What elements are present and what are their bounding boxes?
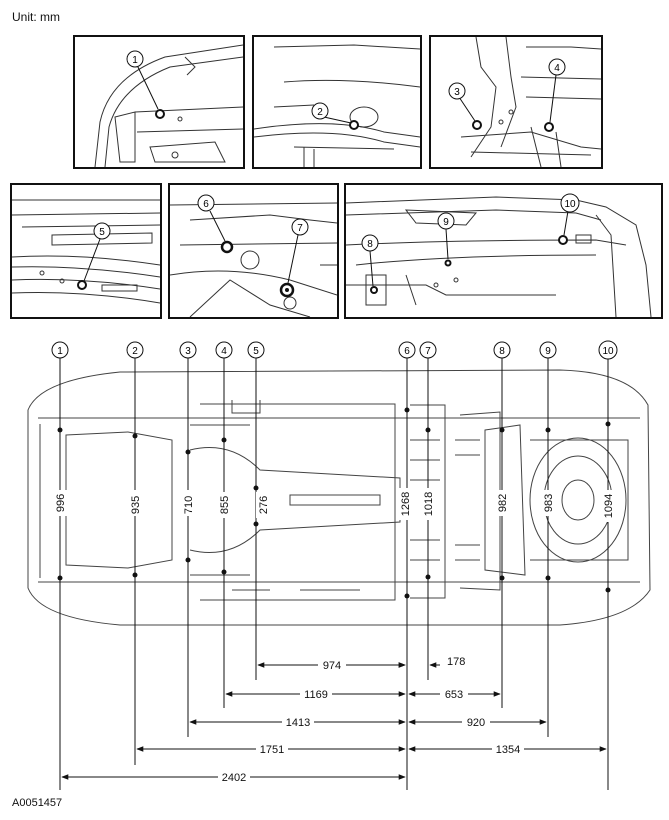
detail-panel-5: 5 <box>10 183 162 319</box>
point-label-5: 5 <box>253 346 259 357</box>
detail-callout-9: 9 <box>443 217 449 228</box>
unit-label: Unit: mm <box>12 10 60 24</box>
length-5-to-6: 974 <box>323 660 341 672</box>
detail-panel-3-4: 3 4 <box>429 35 603 169</box>
width-8: 982 <box>497 494 509 512</box>
point-label-7: 7 <box>425 346 431 357</box>
point-label-6: 6 <box>404 346 410 357</box>
detail-panel-6-7: 6 7 <box>168 183 339 319</box>
width-4: 855 <box>219 496 231 514</box>
width-1: 996 <box>55 494 67 512</box>
length-2-to-6: 1751 <box>260 744 284 756</box>
width-dimensions: 996 935 710 855 276 1268 1018 982 983 10… <box>53 488 615 522</box>
length-6-to-7: 178 <box>447 656 465 668</box>
detail-callout-2: 2 <box>317 107 323 118</box>
width-7: 1018 <box>423 492 435 516</box>
detail-callout-7: 7 <box>297 223 303 234</box>
length-6-to-8: 653 <box>445 689 463 701</box>
length-1-to-6: 2402 <box>222 772 246 784</box>
detail-drawing-5: 5 <box>12 199 160 304</box>
point-callouts: 1 2 3 4 5 6 7 8 9 10 <box>51 340 618 360</box>
detail-panel-2: 2 <box>252 35 422 169</box>
detail-callout-4: 4 <box>554 63 560 74</box>
length-6-to-9: 920 <box>467 717 485 729</box>
point-label-8: 8 <box>499 346 505 357</box>
detail-drawing-8-9-10: 8 9 10 <box>346 193 652 317</box>
length-3-to-6: 1413 <box>286 717 310 729</box>
point-label-9: 9 <box>545 346 551 357</box>
point-label-10: 10 <box>602 346 614 357</box>
detail-drawing-3-4: 3 4 <box>448 37 601 167</box>
width-10: 1094 <box>603 494 615 518</box>
vehicle-outline <box>27 369 651 626</box>
detail-callout-6: 6 <box>203 199 209 210</box>
detail-drawing-1: 1 <box>94 44 243 167</box>
detail-callout-1: 1 <box>132 55 138 66</box>
detail-callout-5: 5 <box>99 227 105 238</box>
figure-code: A0051457 <box>12 797 63 809</box>
detail-callout-10: 10 <box>564 199 576 210</box>
width-5: 276 <box>258 496 270 514</box>
width-3: 710 <box>183 496 195 514</box>
detail-panel-1: 1 <box>73 35 245 169</box>
point-label-1: 1 <box>57 346 63 357</box>
detail-drawing-2: 2 <box>254 44 420 167</box>
detail-callout-3: 3 <box>454 87 460 98</box>
detail-drawing-6-7: 6 7 <box>170 194 337 317</box>
length-6-to-10: 1354 <box>496 744 520 756</box>
detail-panel-8-9-10: 8 9 10 <box>344 183 663 319</box>
width-6: 1268 <box>400 492 412 516</box>
width-2: 935 <box>130 496 142 514</box>
point-label-2: 2 <box>132 346 138 357</box>
detail-callout-8: 8 <box>367 239 373 250</box>
point-label-3: 3 <box>185 346 191 357</box>
point-label-4: 4 <box>221 346 227 357</box>
width-9: 983 <box>543 494 555 512</box>
length-4-to-6: 1169 <box>304 689 328 701</box>
